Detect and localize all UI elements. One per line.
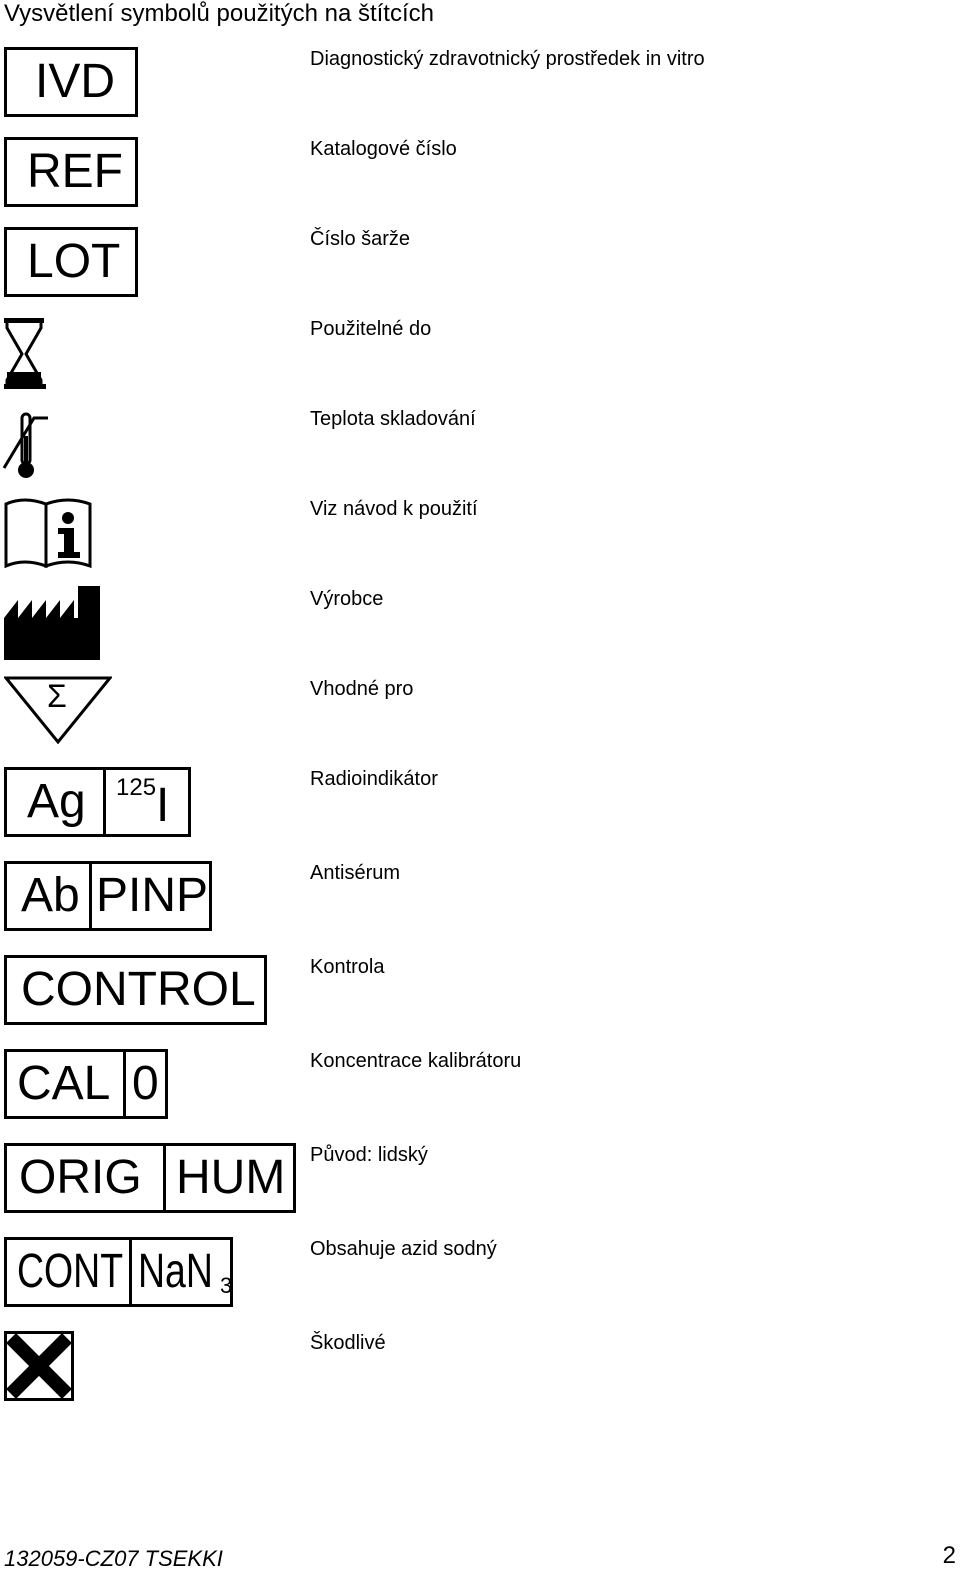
description-contains: Obsahuje azid sodný — [310, 1238, 497, 1260]
description-control: Kontrola — [310, 956, 385, 978]
factory-icon — [4, 586, 102, 660]
harmful-x-icon — [4, 1331, 74, 1401]
contains-nan-text: NaN — [138, 1245, 213, 1298]
ivd-label: IVD — [35, 55, 116, 108]
description-harmful: Škodlivé — [310, 1332, 386, 1354]
lot-symbol: LOT — [4, 227, 138, 297]
description-sufficient-for: Vhodné pro — [310, 678, 414, 700]
contains-nan3-label: NaN 3 — [129, 1240, 232, 1304]
sigma-triangle-icon: Σ — [4, 676, 112, 744]
origin-symbol: ORIG HUM — [4, 1143, 296, 1213]
origin-orig-label: ORIG — [19, 1151, 142, 1204]
contains-cont-label: CONT — [7, 1240, 129, 1304]
ivd-symbol: IVD — [4, 47, 138, 117]
page-title: Vysvětlení symbolů použitých na štítcích — [4, 0, 434, 27]
tracer-isotope-mass: 125 — [116, 774, 157, 801]
description-ref: Katalogové číslo — [310, 138, 457, 160]
contains-symbol: CONT NaN 3 — [4, 1237, 233, 1307]
thermometer-icon — [2, 406, 52, 480]
description-antiserum: Antisérum — [310, 862, 401, 884]
description-see-instructions: Viz návod k použití — [310, 498, 478, 520]
antiserum-ab-label: Ab — [21, 869, 80, 922]
description-origin: Původ: lidský — [310, 1144, 428, 1166]
calibrator-symbol: CAL 0 — [4, 1049, 168, 1119]
control-symbol: CONTROL — [4, 955, 267, 1025]
description-calibrator: Koncentrace kalibrátoru — [310, 1050, 522, 1072]
description-storage-temp: Teplota skladování — [310, 408, 476, 430]
book-info-icon — [4, 496, 92, 568]
page-number: 2 — [942, 1542, 956, 1569]
contains-cont-text: CONT — [17, 1245, 124, 1298]
description-ivd: Diagnostický zdravotnický prostředek in … — [310, 48, 705, 70]
control-label: CONTROL — [21, 963, 256, 1016]
ref-label: REF — [27, 145, 123, 198]
calibrator-level: 0 — [123, 1052, 165, 1116]
sigma-symbol: Σ — [47, 678, 67, 714]
description-expiry: Použitelné do — [310, 318, 432, 340]
origin-hum-label: HUM — [163, 1146, 293, 1210]
contains-subscript: 3 — [220, 1273, 233, 1298]
document-id: 132059-CZ07 TSEKKI — [4, 1546, 223, 1571]
description-lot: Číslo šarže — [310, 228, 411, 250]
tracer-iodine: I — [156, 779, 170, 832]
antiserum-symbol: Ab PINP — [4, 861, 212, 931]
lot-label: LOT — [27, 235, 121, 288]
hourglass-icon — [4, 318, 46, 390]
description-tracer: Radioindikátor — [310, 768, 438, 790]
ref-symbol: REF — [4, 137, 138, 207]
tracer-ag-label: Ag — [27, 775, 86, 828]
description-manufacturer: Výrobce — [310, 588, 384, 610]
antiserum-pinp-label: PINP — [89, 864, 209, 928]
tracer-symbol: Ag 125 I — [4, 767, 191, 837]
calibrator-cal-label: CAL — [17, 1057, 111, 1110]
